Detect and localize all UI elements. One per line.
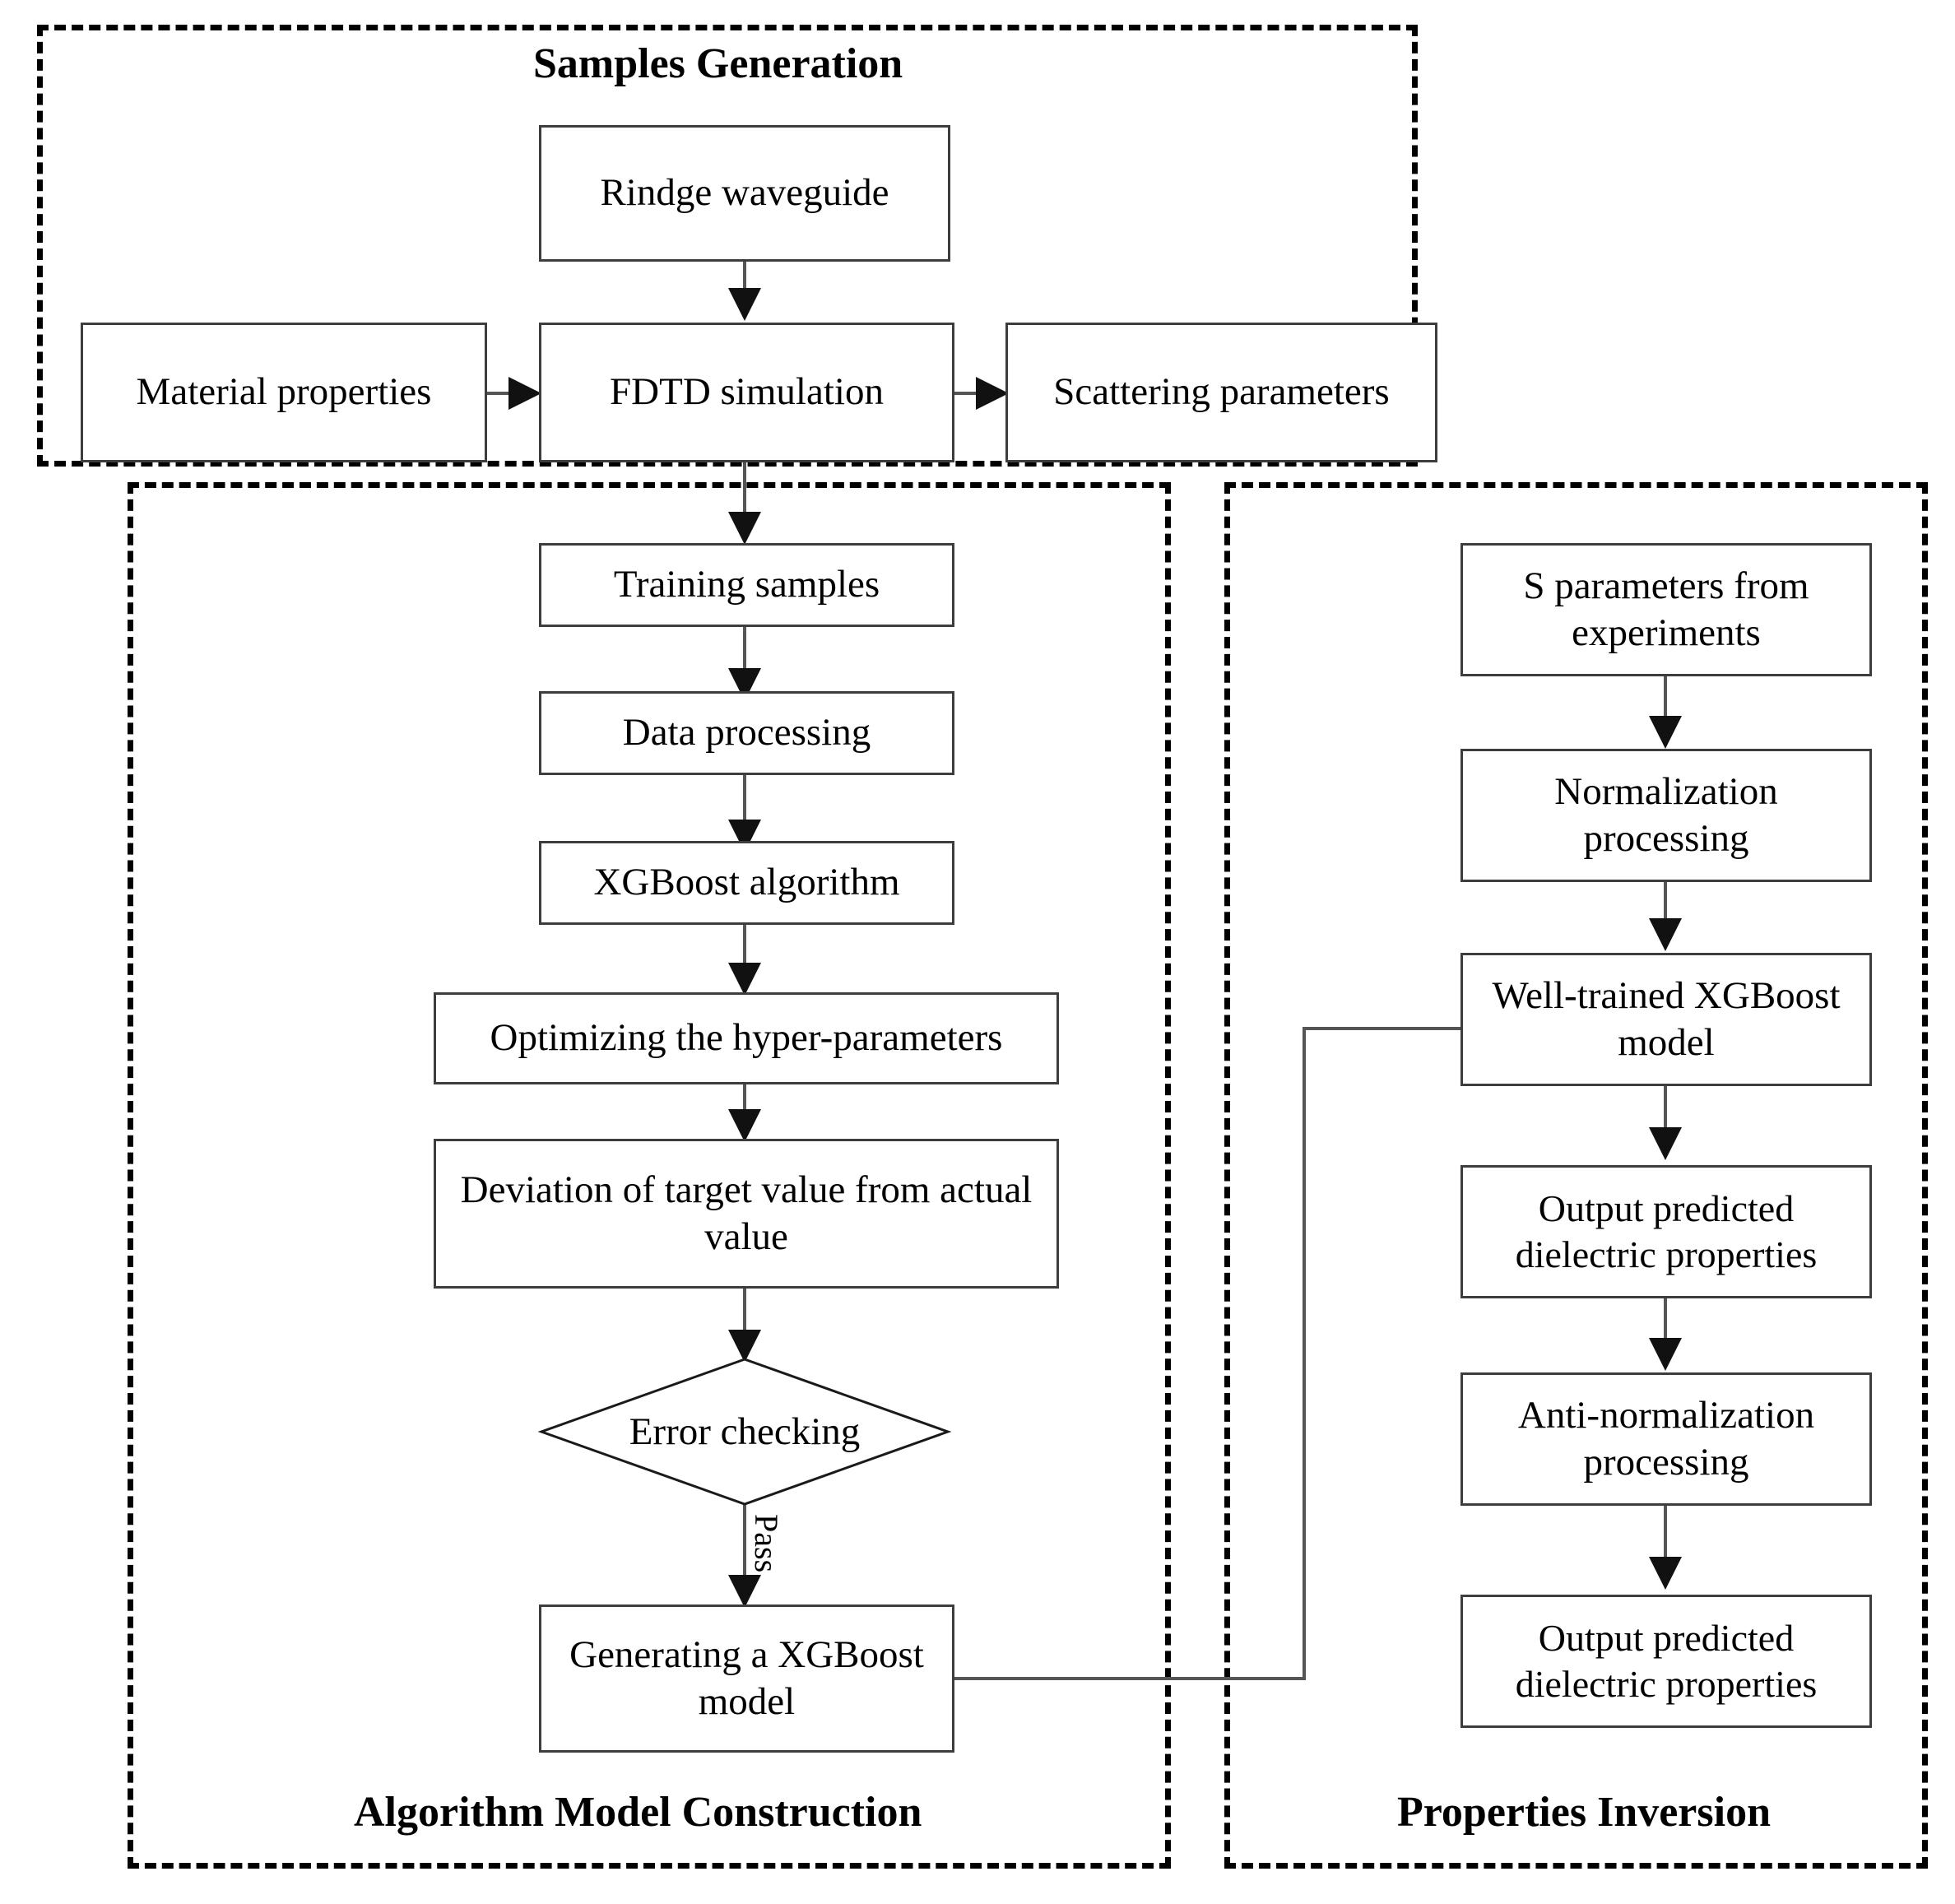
node-scattering-parameters[interactable]: Scattering parameters (1005, 323, 1437, 462)
region-title-algorithm-model-construction: Algorithm Model Construction (354, 1789, 922, 1836)
node-material-properties[interactable]: Material properties (81, 323, 487, 462)
node-xgboost-algorithm[interactable]: XGBoost algorithm (539, 841, 954, 925)
region-properties-inversion (1224, 482, 1928, 1869)
error-checking-diamond[interactable] (537, 1358, 952, 1506)
node-data-processing[interactable]: Data processing (539, 691, 954, 775)
node-output-predicted-dielectric-properties-2[interactable]: Output predicted dielectric properties (1460, 1595, 1872, 1728)
node-ridge-waveguide[interactable]: Rindge waveguide (539, 125, 950, 262)
node-anti-normalization-processing[interactable]: Anti-normalization processing (1460, 1372, 1872, 1506)
node-s-parameters-from-experiments[interactable]: S parameters from experiments (1460, 543, 1872, 676)
edge-label-pass: Pass (748, 1514, 785, 1573)
node-deviation-target-value[interactable]: Deviation of target value from actual va… (434, 1139, 1059, 1289)
node-output-predicted-dielectric-properties-1[interactable]: Output predicted dielectric properties (1460, 1165, 1872, 1298)
node-fdtd-simulation[interactable]: FDTD simulation (539, 323, 954, 462)
region-samples-generation (37, 25, 1418, 467)
region-title-properties-inversion: Properties Inversion (1397, 1789, 1771, 1836)
region-algorithm-model-construction (128, 482, 1171, 1869)
node-generating-xgboost-model[interactable]: Generating a XGBoost model (539, 1604, 954, 1753)
region-title-samples-generation: Samples Generation (533, 40, 903, 87)
node-optimizing-hyper-parameters[interactable]: Optimizing the hyper-parameters (434, 992, 1059, 1084)
node-well-trained-xgboost-model[interactable]: Well-trained XGBoost model (1460, 953, 1872, 1086)
node-training-samples[interactable]: Training samples (539, 543, 954, 627)
node-normalization-processing[interactable]: Normalization processing (1460, 749, 1872, 882)
edge-generating-to-welltrained (954, 1027, 1460, 1680)
